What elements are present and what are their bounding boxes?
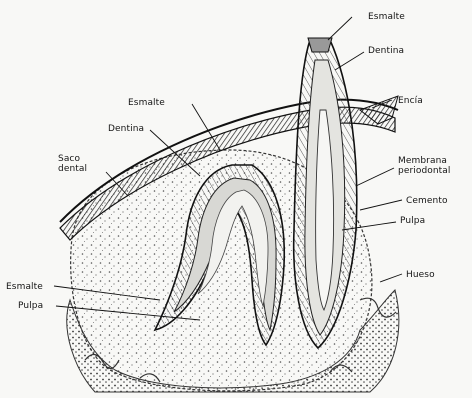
label-dentina-top: Dentina xyxy=(368,46,404,56)
label-pulpa-left: Pulpa xyxy=(18,301,43,311)
label-esmalte-top: Esmalte xyxy=(368,12,405,22)
label-membrana-periodontal: Membrana periodontal xyxy=(398,156,451,176)
label-encia: Encía xyxy=(398,96,423,106)
label-cemento: Cemento xyxy=(406,196,448,206)
label-dentina-left: Dentina xyxy=(108,124,144,134)
label-esmalte-mid: Esmalte xyxy=(128,98,165,108)
label-pulpa-right: Pulpa xyxy=(400,216,425,226)
label-saco-dental: Saco dental xyxy=(58,154,87,174)
label-hueso: Hueso xyxy=(406,270,435,280)
label-esmalte-left: Esmalte xyxy=(6,282,43,292)
